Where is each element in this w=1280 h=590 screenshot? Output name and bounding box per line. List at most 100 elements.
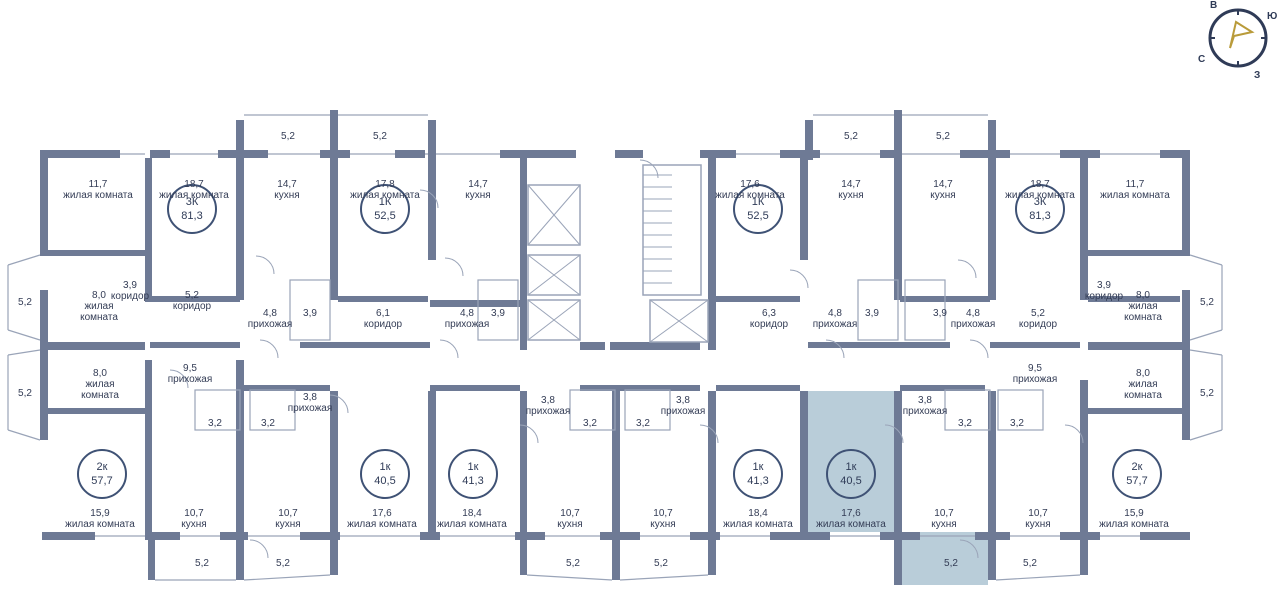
room-label: 3,2 — [261, 418, 275, 429]
wall-segment — [880, 150, 900, 158]
bathroom-outline — [249, 389, 296, 431]
stairwell — [642, 164, 702, 296]
wall-segment — [330, 110, 338, 160]
room-area: 3,9 — [1097, 280, 1111, 291]
room-area: 17,8 — [375, 179, 395, 190]
wall-segment — [708, 158, 716, 350]
room-area: 3,2 — [208, 418, 222, 429]
room-area: 5,2 — [566, 558, 580, 569]
wall-segment — [40, 150, 48, 255]
apartment-type: 1К — [378, 196, 392, 208]
room-name: прихожая — [660, 406, 706, 417]
wall-segment — [500, 150, 576, 158]
wall-segment — [894, 540, 902, 585]
room-area: 3,9 — [303, 308, 317, 319]
room-name: прихожая — [1012, 374, 1058, 385]
wall-segment — [894, 158, 902, 300]
room-name: жилая комната — [715, 190, 785, 201]
wall-segment — [700, 150, 736, 158]
window-line — [1189, 349, 1223, 356]
wall-segment — [800, 391, 808, 540]
room-area: 3,9 — [933, 308, 947, 319]
room-name: жилая комната — [159, 190, 229, 201]
wall-segment — [580, 385, 700, 391]
room-area: 18,4 — [748, 508, 768, 519]
room-label: 5,2 — [1200, 297, 1214, 308]
room-name: кухня — [650, 519, 676, 530]
wall-segment — [1088, 342, 1182, 350]
room-name: прихожая — [247, 319, 293, 330]
wall-segment — [300, 342, 430, 348]
elevator-cross — [649, 299, 709, 343]
wall-segment — [1060, 150, 1100, 158]
wall-segment — [42, 532, 95, 540]
door-swing — [884, 424, 904, 444]
wall-segment — [600, 532, 640, 540]
wall-segment — [40, 290, 48, 440]
door-swing — [444, 257, 464, 277]
window-line — [619, 574, 709, 581]
room-name: прихожая — [812, 319, 858, 330]
room-label: 5,2 — [1200, 388, 1214, 399]
room-area: 5,2 — [18, 297, 32, 308]
room-area: 18,4 — [462, 508, 482, 519]
room-area: 5,2 — [195, 558, 209, 569]
door-swing — [1064, 424, 1084, 444]
wall-segment — [145, 296, 240, 302]
door-swing — [789, 269, 809, 289]
room-label: 3,2 — [208, 418, 222, 429]
wall-segment — [395, 150, 425, 158]
wall-segment — [420, 532, 440, 540]
room-area: 5,2 — [185, 290, 199, 301]
window-line — [1189, 254, 1223, 266]
apartment-area: 57,7 — [1126, 475, 1148, 487]
room-label: 5,2 — [1023, 558, 1037, 569]
wall-segment — [150, 150, 170, 158]
door-swing — [519, 424, 539, 444]
apartment-area: 57,7 — [91, 475, 113, 487]
room-label: 5,2 — [936, 131, 950, 142]
room-area: 5,2 — [1031, 308, 1045, 319]
room-name: кухня — [465, 190, 491, 201]
wall-segment — [148, 540, 155, 580]
door-swing — [419, 189, 439, 209]
room-area: 3,9 — [865, 308, 879, 319]
wall-segment — [428, 120, 436, 160]
room-label: 3,2 — [958, 418, 972, 429]
room-area: 10,7 — [934, 508, 954, 519]
apartment-type: 3К — [1033, 196, 1047, 208]
room-name: кухня — [931, 519, 957, 530]
room-area: 3,8 — [676, 395, 690, 406]
compass-letter-n: В — [1210, 0, 1218, 11]
bathroom-outline — [857, 279, 899, 341]
bathroom-outline — [944, 389, 991, 431]
wall-segment — [988, 158, 996, 300]
wall-segment — [800, 158, 808, 260]
room-label: 5,2 — [18, 297, 32, 308]
window-line — [995, 574, 1081, 581]
room-area: 8,0 — [1136, 290, 1150, 301]
window-line — [1189, 429, 1223, 441]
